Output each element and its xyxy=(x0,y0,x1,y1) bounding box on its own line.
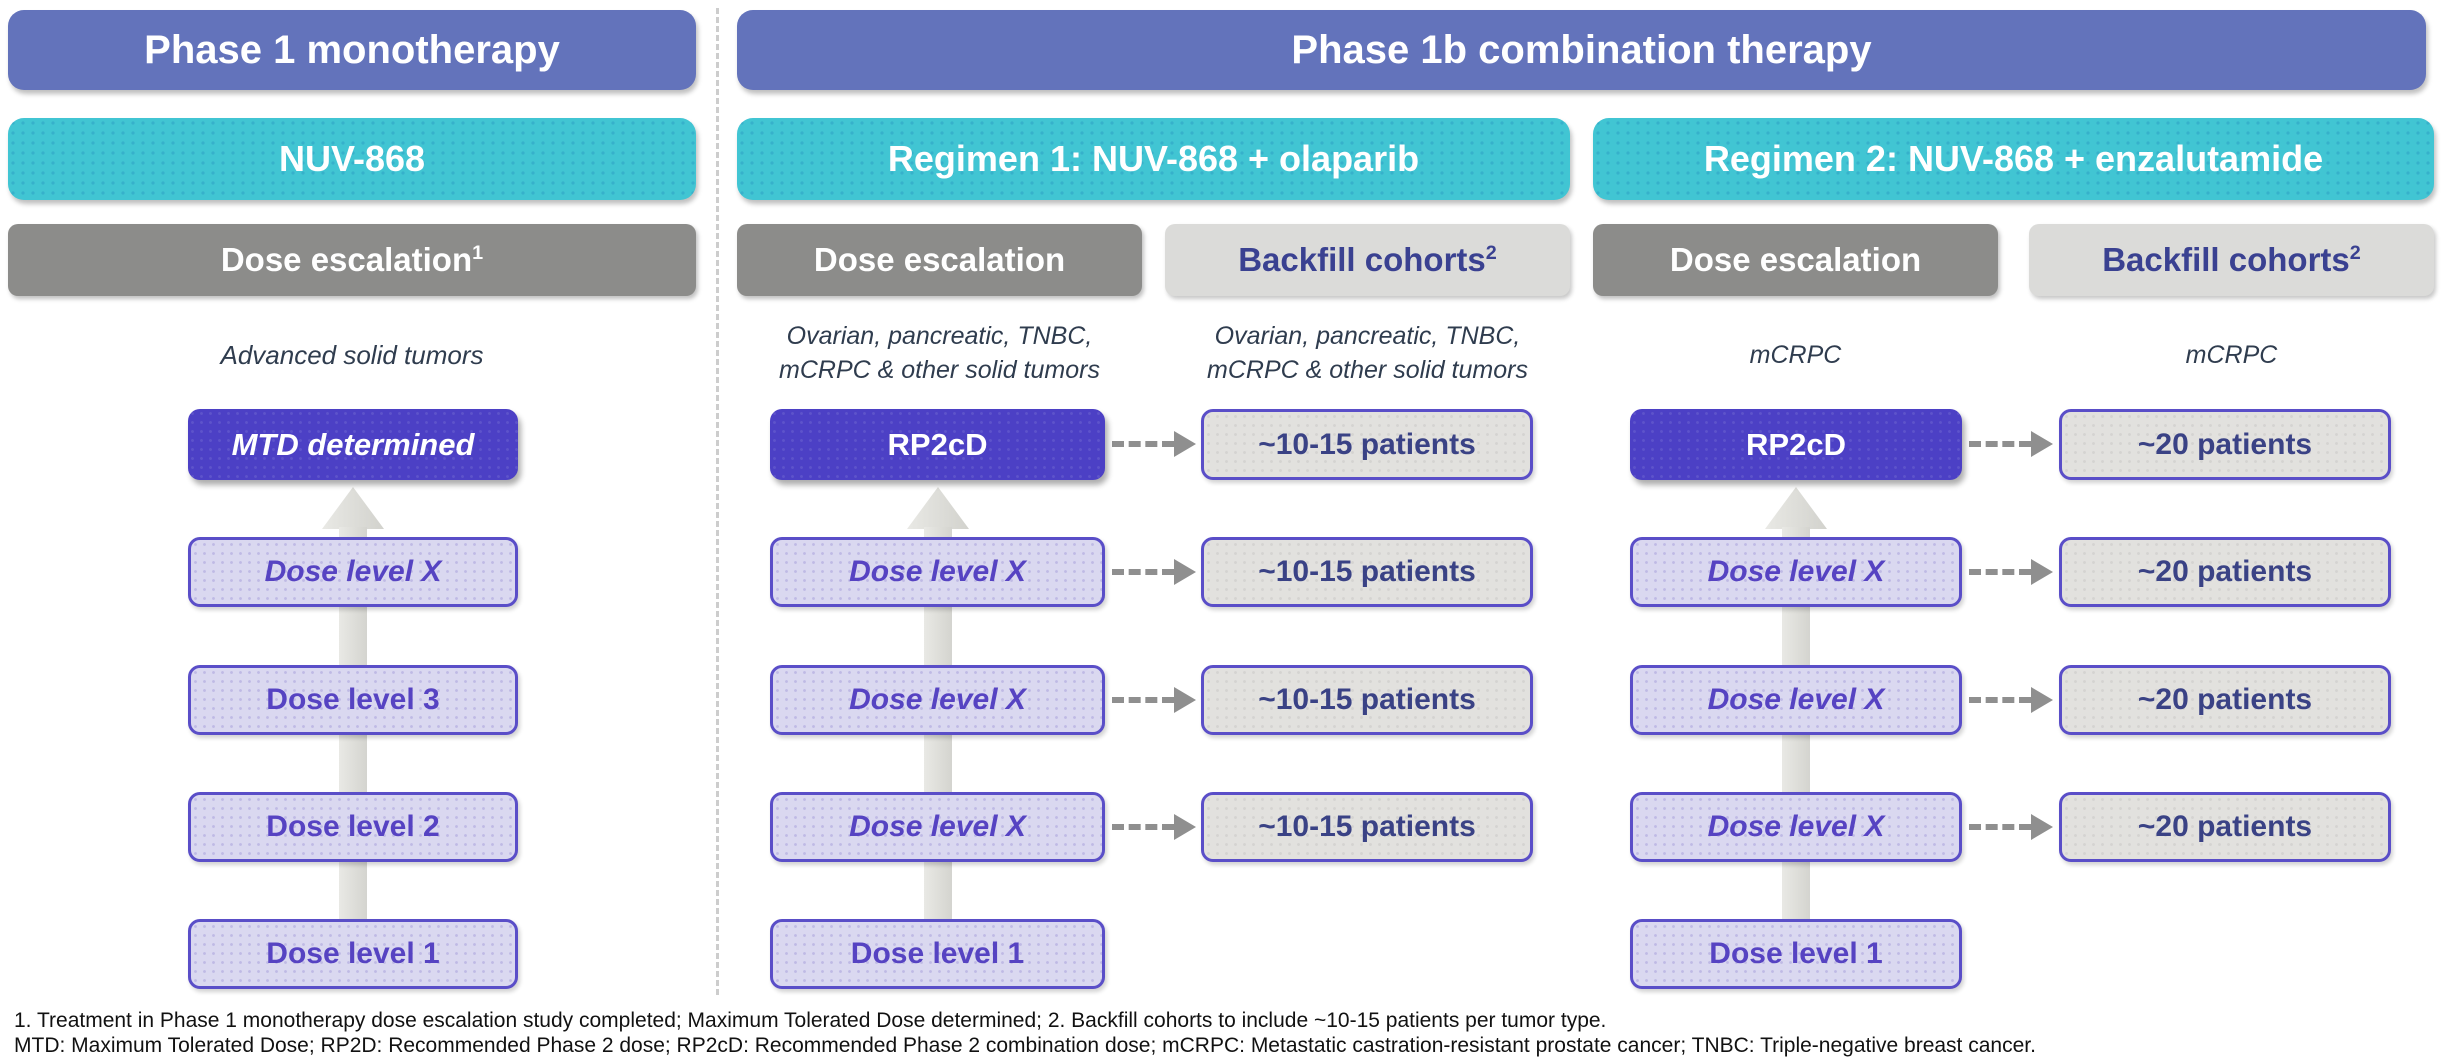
regimen1-backfill-cohorts-bar: Backfill cohorts2 xyxy=(1165,224,1570,296)
footnote-ref-2: 2 xyxy=(2349,242,2361,264)
mono-dose-level-2-box: Dose level 2 xyxy=(188,792,518,862)
regimen1-rp2cd-box: RP2cD xyxy=(770,409,1105,480)
regimen1-dose-level-box: Dose level X xyxy=(770,665,1105,735)
dashed-arrow-right xyxy=(1969,559,2053,585)
nuv868-label: NUV-868 xyxy=(278,138,426,179)
regimen1-dose-escalation-bar: Dose escalation xyxy=(737,224,1142,296)
regimen2-dose-level-box: Dose level X xyxy=(1630,792,1962,862)
regimen2-backfill-population-text: mCRPC xyxy=(2185,341,2278,369)
phase1-header-bar: Phase 1 monotherapy xyxy=(8,10,696,90)
regimen2-backfill-patients-box: ~20 patients xyxy=(2059,409,2391,480)
regimen2-dose-level-1-box: Dose level 1 xyxy=(1630,919,1962,989)
dashed-arrow-right xyxy=(1112,687,1196,713)
section-phase1-monotherapy: Phase 1 monotherapy NUV-868 Dose escalat… xyxy=(0,0,716,1064)
regimen1-backfill-patients-box: ~10-15 patients xyxy=(1201,665,1533,735)
regimen1-dose-level-1-box: Dose level 1 xyxy=(770,919,1105,989)
dashed-arrow-right xyxy=(1969,431,2053,457)
up-arrow-head xyxy=(322,487,384,529)
dashed-arrow-right xyxy=(1112,559,1196,585)
regimen2-label: Regimen 2: NUV-868 + enzalutamide xyxy=(1703,138,2324,179)
phase1b-header-label: Phase 1b combination therapy xyxy=(1291,27,1872,72)
mono-dose-escalation-label: Dose escalation1 xyxy=(220,241,484,278)
regimen1-escalation-population-text: Ovarian, pancreatic, TNBC, mCRPC & other… xyxy=(779,322,1100,384)
regimen2-backfill-cohorts-bar: Backfill cohorts2 xyxy=(2029,224,2434,296)
footnote-line-1: 1. Treatment in Phase 1 monotherapy dose… xyxy=(14,1009,1607,1032)
regimen1-dose-level-box: Dose level X xyxy=(770,792,1105,862)
mtd-determined-box: MTD determined xyxy=(188,409,518,480)
regimen1-dose-level-box: Dose level X xyxy=(770,537,1105,607)
section-divider-dashed-line xyxy=(716,8,719,995)
regimen1-backfill-patients-box: ~10-15 patients xyxy=(1201,792,1533,862)
regimen2-dose-level-box: Dose level X xyxy=(1630,537,1962,607)
dashed-arrow-right xyxy=(1969,687,2053,713)
up-arrow-head xyxy=(1765,487,1827,529)
footnote-ref-1: 1 xyxy=(472,242,484,264)
regimen2-bar: Regimen 2: NUV-868 + enzalutamide xyxy=(1593,118,2434,200)
footnote-ref-2: 2 xyxy=(1485,242,1497,264)
section-phase1b-combination: Phase 1b combination therapy Regimen 1: … xyxy=(716,0,2441,1064)
regimen2-dose-escalation-bar: Dose escalation xyxy=(1593,224,1998,296)
regimen1-label: Regimen 1: NUV-868 + olaparib xyxy=(887,138,1420,179)
phase1-header-label: Phase 1 monotherapy xyxy=(144,27,560,72)
dashed-arrow-right xyxy=(1112,431,1196,457)
dashed-arrow-right xyxy=(1969,814,2053,840)
mono-dose-level-3-box: Dose level 3 xyxy=(188,665,518,735)
dashed-arrow-right xyxy=(1112,814,1196,840)
footnote-line-2: MTD: Maximum Tolerated Dose; RP2D: Recom… xyxy=(14,1034,2036,1057)
regimen2-backfill-patients-box: ~20 patients xyxy=(2059,792,2391,862)
regimen2-escalation-population-text: mCRPC xyxy=(1749,341,1842,369)
footnotes: 1. Treatment in Phase 1 monotherapy dose… xyxy=(14,1008,2434,1058)
mono-dose-level-x-box: Dose level X xyxy=(188,537,518,607)
regimen1-backfill-population-text: Ovarian, pancreatic, TNBC, mCRPC & other… xyxy=(1207,322,1528,384)
regimen2-backfill-patients-box: ~20 patients xyxy=(2059,665,2391,735)
nuv868-bar: NUV-868 xyxy=(8,118,696,200)
mono-dose-escalation-bar: Dose escalation1 xyxy=(8,224,696,296)
regimen2-backfill-patients-box: ~20 patients xyxy=(2059,537,2391,607)
regimen1-backfill-patients-box: ~10-15 patients xyxy=(1201,537,1533,607)
mono-population-text: Advanced solid tumors xyxy=(220,340,484,370)
regimen1-bar: Regimen 1: NUV-868 + olaparib xyxy=(737,118,1570,200)
up-arrow-head xyxy=(907,487,969,529)
phase1b-header-bar: Phase 1b combination therapy xyxy=(737,10,2426,90)
mono-dose-level-1-box: Dose level 1 xyxy=(188,919,518,989)
regimen2-rp2cd-box: RP2cD xyxy=(1630,409,1962,480)
regimen2-dose-level-box: Dose level X xyxy=(1630,665,1962,735)
regimen1-backfill-patients-box: ~10-15 patients xyxy=(1201,409,1533,480)
